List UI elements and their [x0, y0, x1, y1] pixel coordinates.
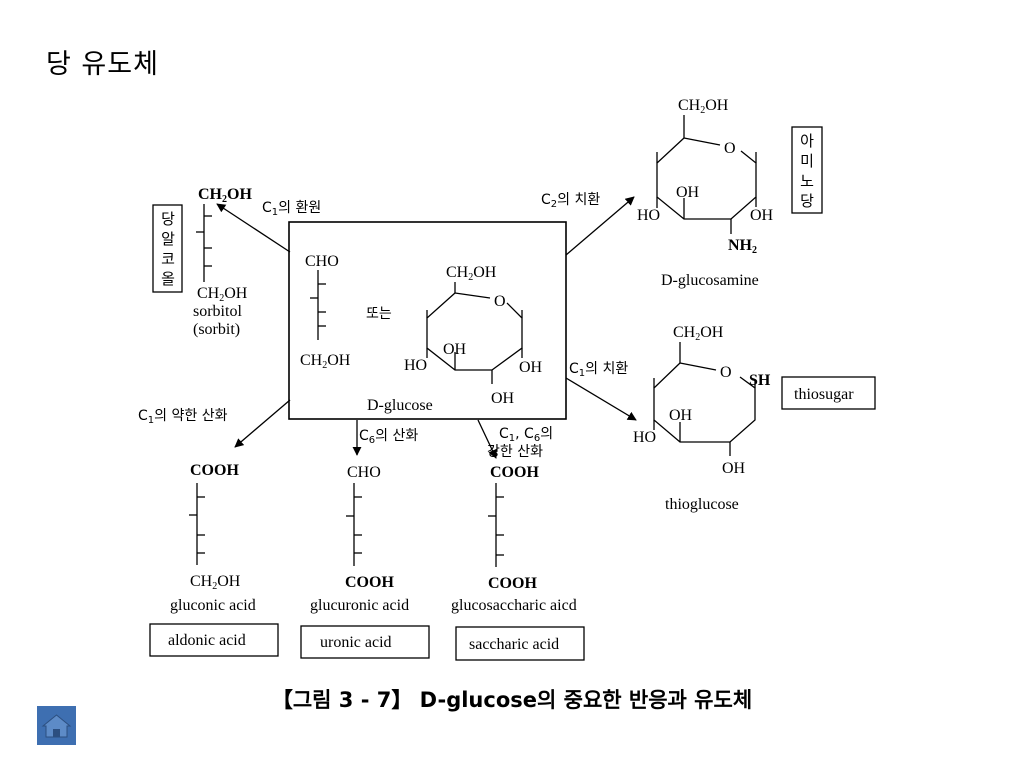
c1-substitution-arrow	[565, 377, 637, 421]
center-or-label: 또는	[366, 306, 392, 322]
thioglucose-ch2oh: CH2​OH	[673, 324, 724, 343]
glucosamine-reaction: C2​의 치환	[541, 192, 600, 210]
svg-text:미: 미	[800, 152, 814, 170]
gluconic-bottom: CH2​OH	[190, 573, 241, 592]
home-icon	[41, 714, 72, 738]
sorbitol-bottom: CH2​OH	[197, 285, 248, 304]
amino-sugar-box	[791, 126, 823, 214]
gluconic-top: COOH	[190, 462, 239, 479]
thioglucose-o: O	[720, 364, 732, 381]
center-ch2oh-bottom: CH2​OH	[300, 352, 351, 371]
center-cho: CHO	[305, 253, 339, 270]
sugar-alcohol-box	[152, 204, 183, 293]
center-open-chain	[310, 270, 326, 340]
center-ring-ch2oh: CH2​OH	[446, 264, 497, 283]
reduction-arrow	[216, 203, 291, 253]
home-button[interactable]	[37, 706, 76, 745]
uronic-acid-label: uronic acid	[320, 634, 392, 651]
aldonic-acid-box	[149, 623, 279, 657]
glucosaccharic-reaction-line2: 강한 산화	[487, 444, 543, 460]
strong-oxidation-arrow	[477, 419, 497, 459]
glucuronic-reaction: C6​의 산화	[359, 428, 418, 446]
center-ho-left: HO	[404, 357, 427, 374]
saccharic-acid-box	[455, 626, 585, 661]
glucuronic-name: glucuronic acid	[310, 597, 409, 614]
gluconic-reaction: C1​의 약한 산화	[138, 408, 228, 426]
glucosamine-ch2oh: CH2​OH	[678, 97, 729, 116]
sorbitol-name: sorbitol	[193, 303, 242, 320]
saccharic-acid-label: saccharic acid	[469, 636, 559, 653]
thioglucose-name: thioglucose	[665, 496, 739, 513]
center-ring-o: O	[494, 293, 506, 310]
thiosugar-box	[781, 376, 876, 410]
glucosaccharic-reaction-line1: C1​, C6​의	[499, 426, 553, 444]
uronic-acid-box	[300, 625, 430, 659]
weak-oxidation-arrow	[234, 399, 291, 448]
glucosamine-oh-inner: OH	[676, 184, 700, 201]
glucosaccharic-top: COOH	[490, 464, 539, 481]
center-glucose-ring	[426, 282, 523, 384]
glucuronic-chain	[346, 483, 362, 566]
glucosamine-name: D-glucosamine	[661, 272, 759, 289]
center-name: D-glucose	[367, 397, 433, 414]
thiosugar-label: thiosugar	[794, 386, 854, 403]
glucosaccharic-chain	[488, 483, 504, 567]
gluconic-chain	[189, 483, 205, 565]
glucosamine-oh-right: OH	[750, 207, 774, 224]
sorbitol-top: CH2​OH	[198, 186, 252, 205]
thioglucose-oh-inner: OH	[669, 407, 693, 424]
sorbitol-alt-name: (sorbit)	[193, 321, 240, 338]
center-oh-bottom: OH	[491, 390, 515, 407]
glucosamine-ring	[656, 115, 757, 234]
svg-text:당: 당	[800, 192, 814, 210]
svg-text:코: 코	[161, 250, 175, 268]
sorbitol-reaction: C1​의 환원	[262, 200, 321, 218]
svg-text:노: 노	[800, 172, 814, 190]
glucosamine-ho: HO	[637, 207, 660, 224]
figure-caption: 【그림 3 - 7】 D-glucose의 중요한 반응과 유도체	[271, 688, 753, 712]
sugar-alcohol-label: 당 알 코 올	[161, 210, 175, 288]
glucosamine-nh2: NH2​	[728, 237, 757, 256]
svg-text:올: 올	[161, 270, 175, 288]
sorbitol-chain	[196, 204, 212, 282]
svg-text:당: 당	[161, 210, 175, 228]
glucuronic-top: CHO	[347, 464, 381, 481]
svg-text:아: 아	[800, 132, 814, 150]
thioglucose-sh: SH	[749, 372, 771, 389]
d-glucose-box	[288, 221, 567, 420]
thioglucose-ring	[653, 342, 756, 456]
slide-title: 당 유도체	[46, 49, 159, 80]
gluconic-name: gluconic acid	[170, 597, 256, 614]
thioglucose-reaction: C1​의 치환	[569, 361, 628, 379]
glucuronic-bottom: COOH	[345, 574, 394, 591]
center-oh-right: OH	[519, 359, 543, 376]
thioglucose-ho: HO	[633, 429, 656, 446]
glucosaccharic-bottom: COOH	[488, 575, 537, 592]
glucosamine-o: O	[724, 140, 736, 157]
aldonic-acid-label: aldonic acid	[168, 632, 246, 649]
c2-substitution-arrow	[565, 196, 635, 256]
center-oh-inner: OH	[443, 341, 467, 358]
glucosaccharic-name: glucosaccharic aicd	[451, 597, 577, 614]
amino-sugar-label: 아 미 노 당	[800, 132, 814, 210]
svg-text:알: 알	[161, 230, 175, 248]
thioglucose-oh-bottom: OH	[722, 460, 746, 477]
